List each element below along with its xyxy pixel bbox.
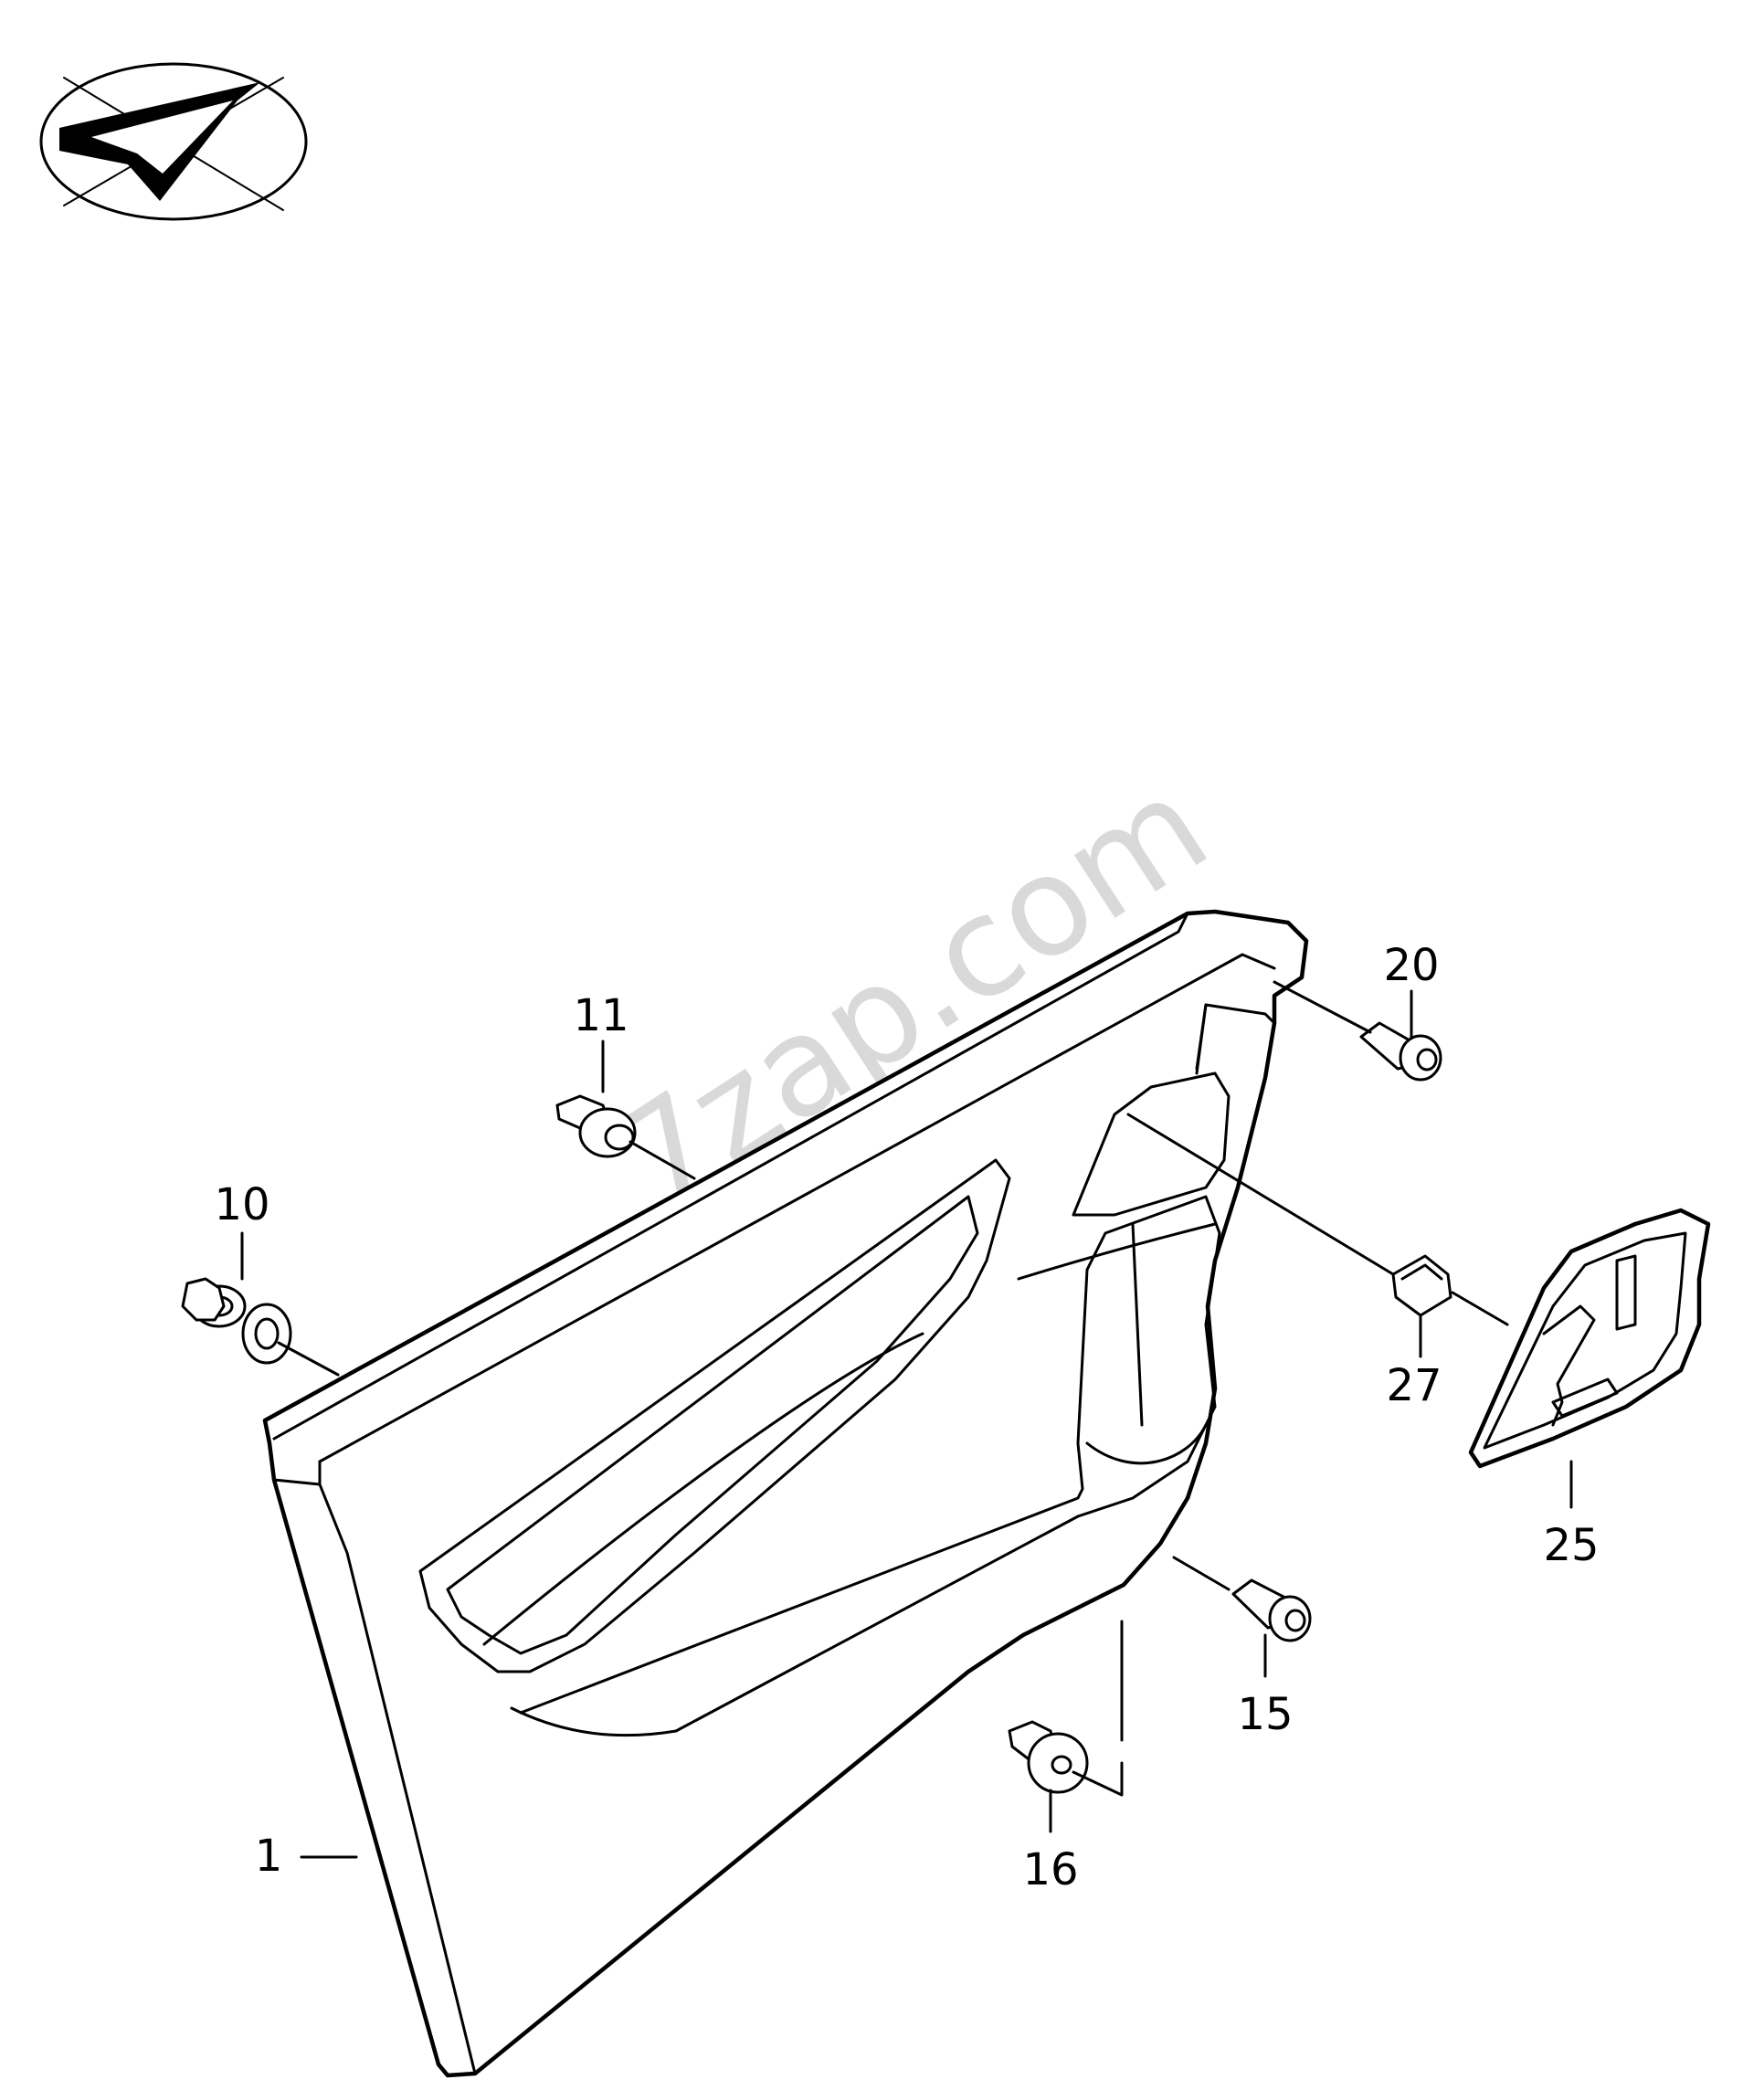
clip-nut-part-27-icon <box>1126 1113 1509 1358</box>
clip-part-11-icon <box>555 1040 696 1180</box>
vw-check-logo-icon <box>39 62 308 221</box>
door-trim-panel <box>262 909 1309 2078</box>
handle-cover-part-25-icon <box>1468 1208 1711 1509</box>
part-label-10[interactable]: 10 <box>214 1179 269 1230</box>
part-label-25[interactable]: 25 <box>1543 1520 1599 1571</box>
part-label-11[interactable]: 11 <box>573 990 628 1041</box>
part-label-20[interactable]: 20 <box>1383 940 1439 991</box>
part-label-1[interactable]: 1 <box>255 1831 283 1882</box>
clip-part-16-icon <box>1008 1620 1124 1833</box>
screw-part-20-icon <box>1273 980 1442 1082</box>
clip-part-10-icon <box>181 1231 340 1377</box>
screw-part-15-icon <box>1172 1556 1312 1678</box>
part-label-27[interactable]: 27 <box>1386 1360 1442 1411</box>
part-label-16[interactable]: 16 <box>1022 1844 1078 1895</box>
part-label-15[interactable]: 15 <box>1237 1689 1293 1740</box>
